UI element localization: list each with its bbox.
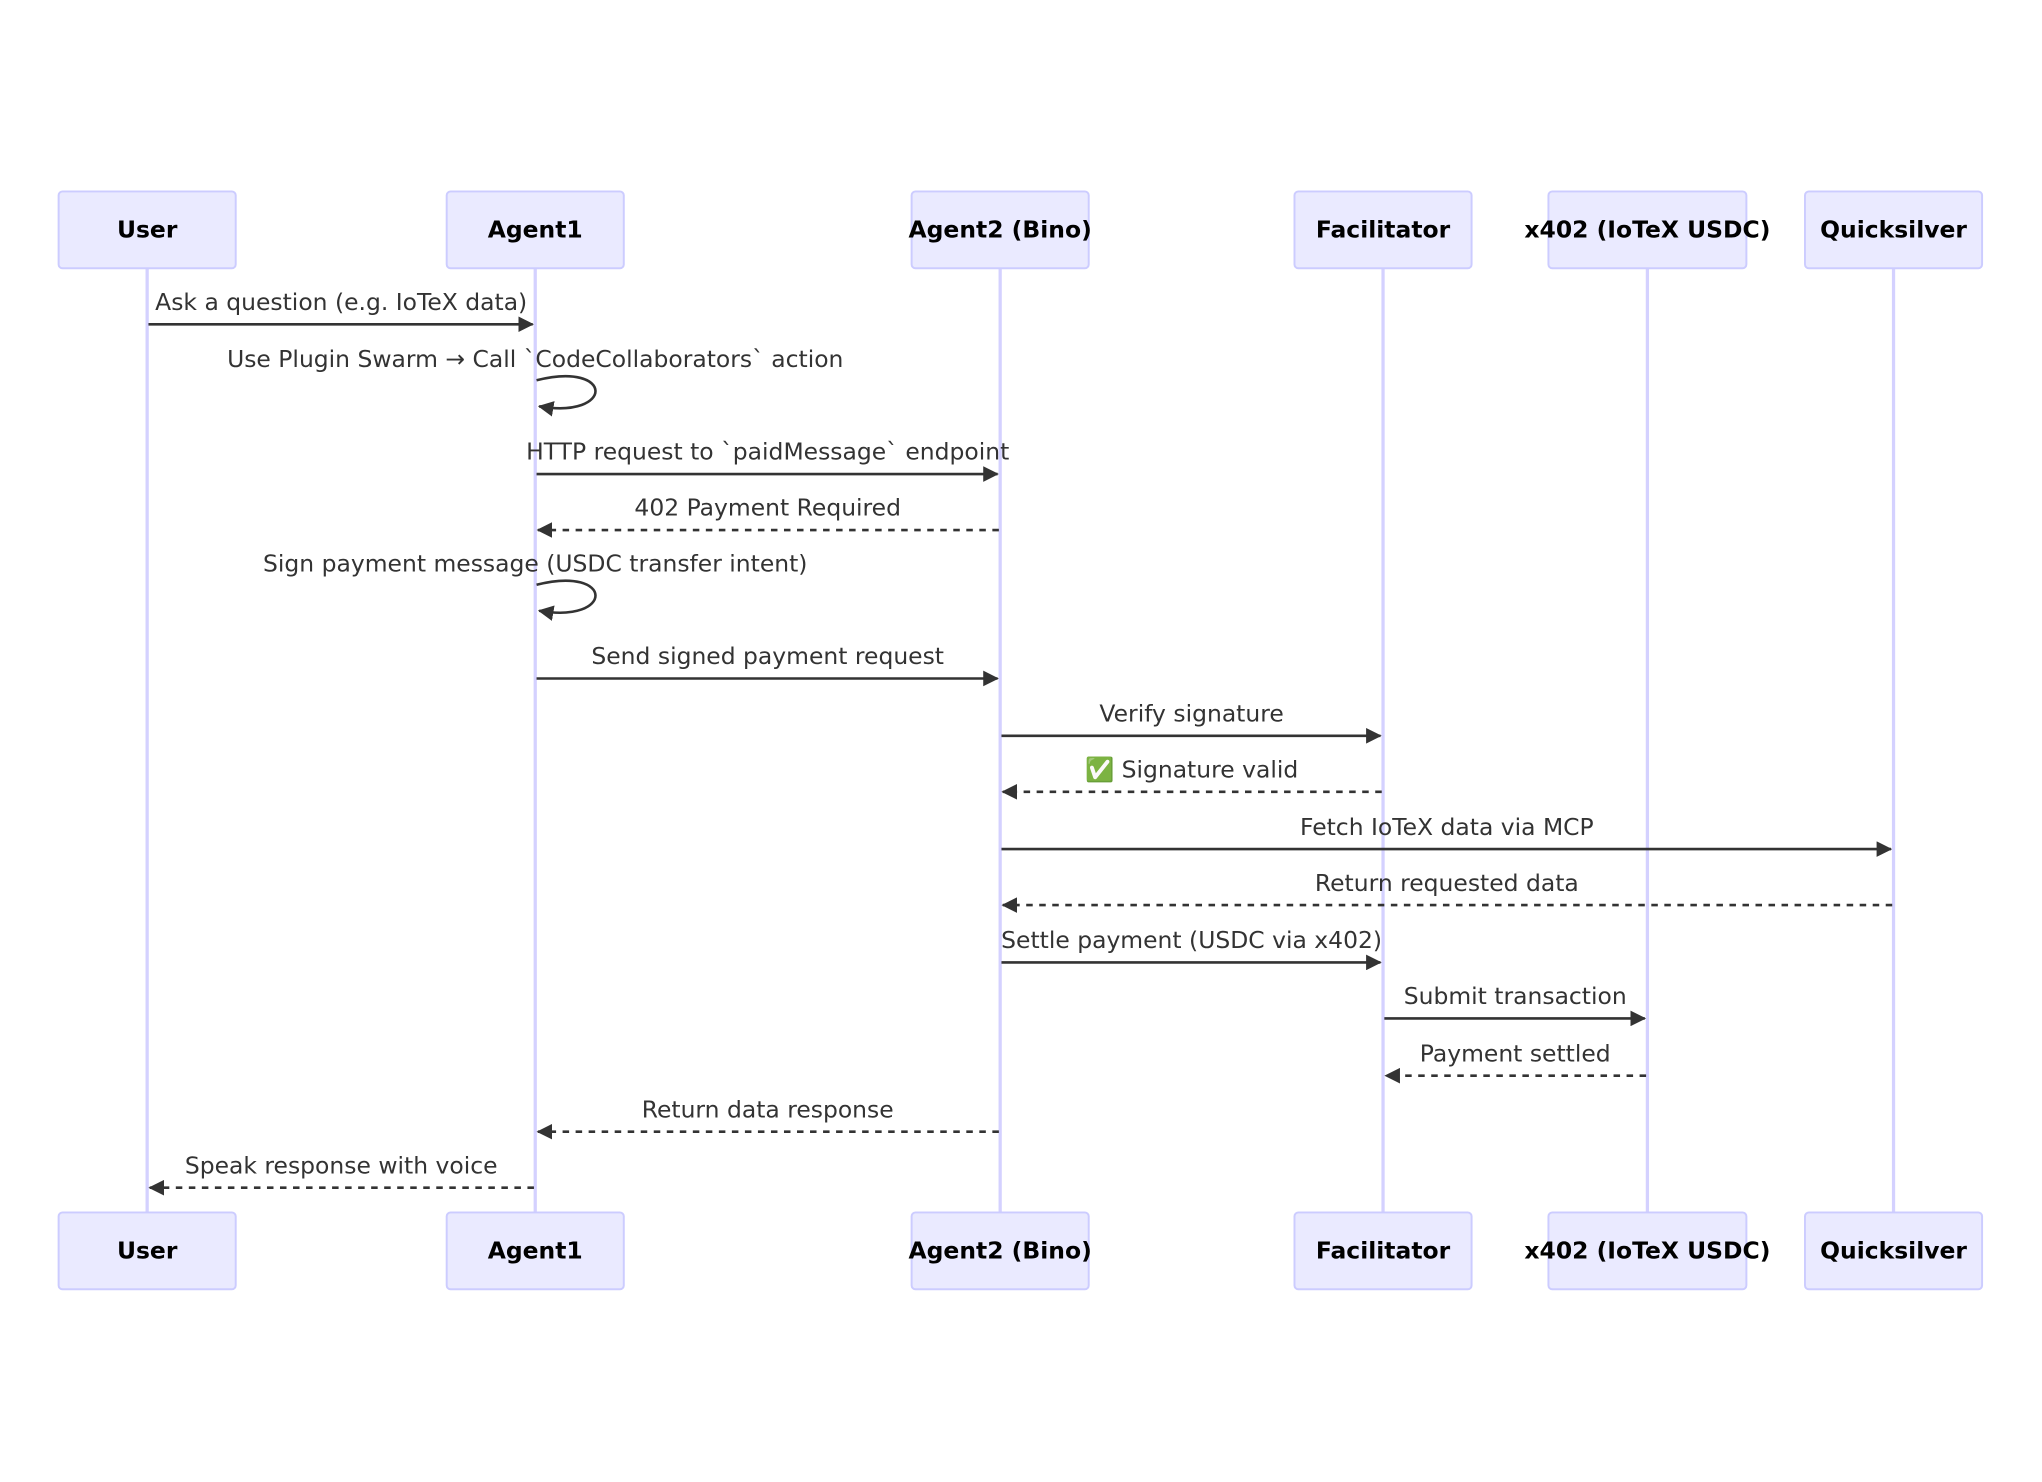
self-message-arrow [536, 374, 597, 417]
actor-label: Quicksilver [1820, 1237, 1967, 1265]
actor-box [910, 190, 1090, 270]
message-1: Ask a question (e.g. IoTeX data) [148, 288, 534, 333]
message-7: Verify signature [1001, 699, 1382, 744]
message-label: HTTP request to `paidMessage` endpoint [526, 438, 1009, 466]
actor-label: x402 (IoTeX USDC) [1524, 216, 1770, 244]
actor-label: Agent2 (Bino) [909, 216, 1092, 244]
message-8: ✅ Signature valid [1001, 755, 1382, 800]
actor-box [57, 1211, 237, 1291]
message-label: Payment settled [1420, 1039, 1611, 1067]
message-13: Payment settled [1384, 1039, 1647, 1084]
actor-agent1-bottom: Agent1 [445, 1211, 625, 1291]
actor-label: User [117, 216, 178, 244]
message-label: Submit transaction [1404, 982, 1627, 1010]
actor-agent1-top: Agent1 [445, 190, 625, 270]
message-label: Fetch IoTeX data via MCP [1300, 813, 1594, 841]
actor-quicksilver-top: Quicksilver [1804, 190, 1984, 270]
actor-label: Agent1 [488, 216, 583, 244]
actor-box [1804, 190, 1984, 270]
message-label: Return data response [642, 1095, 894, 1123]
message-3: HTTP request to `paidMessage` endpoint [526, 438, 1009, 482]
message-12: Submit transaction [1384, 982, 1647, 1027]
actor-box [1547, 1211, 1748, 1291]
message-label: 402 Payment Required [634, 494, 901, 522]
actor-x402-bottom: x402 (IoTeX USDC) [1524, 1211, 1770, 1291]
actor-box [1293, 1211, 1473, 1291]
actor-quicksilver-bottom: Quicksilver [1804, 1211, 1984, 1291]
actor-facilitator-top: Facilitator [1293, 190, 1473, 270]
message-2: Use Plugin Swarm → Call `CodeCollaborato… [227, 345, 843, 417]
actor-facilitator-bottom: Facilitator [1293, 1211, 1473, 1291]
self-message-arrow [536, 579, 597, 621]
message-label: Sign payment message (USDC transfer inte… [263, 550, 807, 578]
actor-box [910, 1211, 1090, 1291]
message-label: Send signed payment request [591, 642, 944, 670]
message-4: 402 Payment Required [536, 494, 999, 538]
actor-label: Agent1 [488, 1237, 583, 1265]
message-label: ✅ Signature valid [1085, 755, 1298, 783]
message-label: Speak response with voice [185, 1151, 498, 1179]
actor-box [445, 190, 625, 270]
message-10: Return requested data [1001, 869, 1893, 913]
message-9: Fetch IoTeX data via MCP [1001, 813, 1893, 857]
message-14: Return data response [536, 1095, 999, 1140]
actor-agent2-top: Agent2 (Bino) [909, 190, 1092, 270]
actor-agent2-bottom: Agent2 (Bino) [909, 1211, 1092, 1291]
actor-box [57, 190, 237, 270]
actor-label: Quicksilver [1820, 216, 1967, 244]
message-label: Return requested data [1315, 869, 1579, 897]
message-5: Sign payment message (USDC transfer inte… [263, 550, 807, 621]
actor-label: x402 (IoTeX USDC) [1524, 1237, 1770, 1265]
message-11: Settle payment (USDC via x402) [1001, 926, 1382, 971]
actor-user-bottom: User [57, 1211, 237, 1291]
actor-box [1547, 190, 1748, 270]
actor-x402-top: x402 (IoTeX USDC) [1524, 190, 1770, 270]
actor-box [445, 1211, 625, 1291]
message-label: Verify signature [1099, 699, 1283, 727]
message-label: Use Plugin Swarm → Call `CodeCollaborato… [227, 345, 843, 373]
message-15: Speak response with voice [148, 1151, 534, 1196]
actor-box [1293, 190, 1473, 270]
actor-label: Agent2 (Bino) [909, 1237, 1092, 1265]
message-6: Send signed payment request [536, 642, 999, 687]
actor-label: Facilitator [1316, 1237, 1451, 1265]
actor-label: User [117, 1237, 178, 1265]
actor-box [1804, 1211, 1984, 1291]
message-label: Settle payment (USDC via x402) [1001, 926, 1382, 954]
actor-user-top: User [57, 190, 237, 270]
message-label: Ask a question (e.g. IoTeX data) [155, 288, 527, 316]
actor-label: Facilitator [1316, 216, 1451, 244]
